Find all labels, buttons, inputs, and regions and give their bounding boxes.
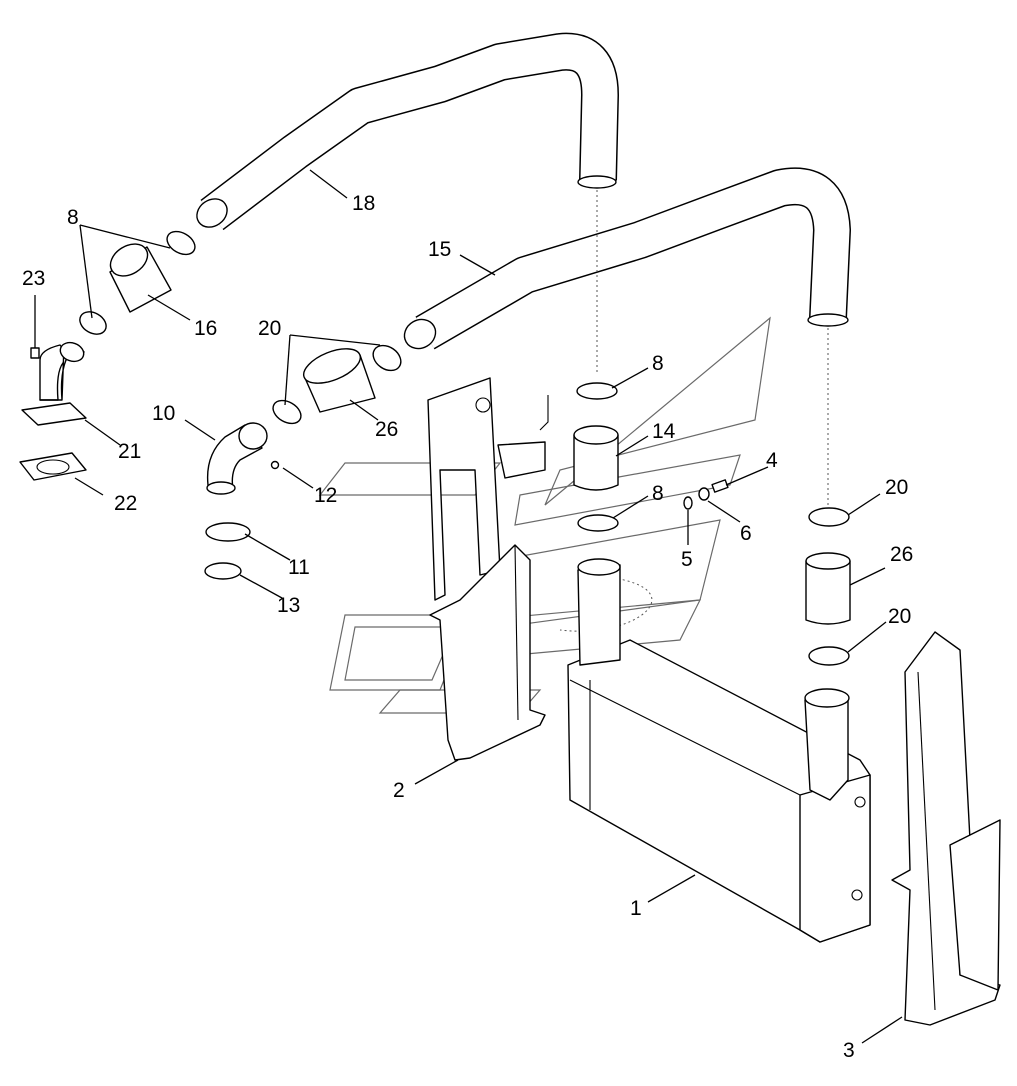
callout-14: 14 — [652, 420, 676, 443]
watermark-logo — [318, 316, 771, 714]
part-15-hose — [403, 167, 851, 350]
part-8-clamp-d — [577, 514, 619, 532]
part-26-connector-upper — [302, 348, 376, 413]
callout-20-right-bottom: 20 — [888, 605, 911, 628]
callout-26-right: 26 — [890, 543, 913, 566]
part-14-connector — [573, 425, 619, 491]
callout-1: 1 — [630, 897, 642, 920]
callout-20-right-top: 20 — [885, 476, 908, 499]
part-23-bolt — [30, 295, 40, 359]
callout-21: 21 — [118, 440, 141, 463]
callout-10: 10 — [152, 402, 175, 425]
part-12-nut — [270, 460, 280, 470]
part-6-washer — [698, 487, 710, 501]
callout-22: 22 — [114, 492, 137, 515]
callout-8-middle: 8 — [652, 482, 664, 505]
part-10-elbow — [206, 422, 268, 495]
callout-4: 4 — [766, 449, 778, 472]
part-26-connector-lower — [805, 552, 851, 625]
part-20-clamp-a — [372, 344, 402, 372]
part-20-clamp-c — [808, 507, 850, 527]
part-4-bolt — [711, 479, 729, 493]
part-20-clamp-b — [272, 399, 302, 425]
part-11-clamp — [205, 522, 251, 542]
part-8-clamp-b — [79, 311, 107, 335]
part-21-elbow — [21, 341, 87, 426]
assembly-lines — [559, 190, 829, 632]
callout-20-upper: 20 — [258, 317, 281, 340]
part-16-connector — [109, 243, 172, 313]
callout-5: 5 — [681, 548, 693, 571]
callout-8-upper: 8 — [652, 352, 664, 375]
callout-2: 2 — [393, 779, 405, 802]
callout-3: 3 — [843, 1039, 855, 1062]
part-8-clamp-c — [576, 382, 618, 400]
callout-23: 23 — [22, 267, 45, 290]
callout-26-upper: 26 — [375, 418, 398, 441]
part-8-clamp-a — [166, 230, 196, 256]
callout-labels: 1 2 3 4 5 6 8 8 8 10 11 12 13 14 15 16 1… — [22, 192, 913, 1062]
callout-13: 13 — [277, 594, 300, 617]
part-2-bracket — [427, 377, 549, 761]
callout-16: 16 — [194, 317, 217, 340]
callout-12: 12 — [314, 484, 337, 507]
part-13-oring — [204, 562, 242, 580]
part-20-clamp-d — [808, 646, 850, 666]
callout-18: 18 — [352, 192, 375, 215]
callout-8-top-left: 8 — [67, 206, 79, 229]
leader-lines — [74, 169, 903, 1044]
callout-15: 15 — [428, 238, 451, 261]
part-5-washer — [683, 496, 693, 510]
callout-11: 11 — [288, 556, 310, 579]
part-1-intercooler — [567, 558, 871, 943]
part-18-hose — [196, 32, 619, 231]
callout-6: 6 — [740, 522, 752, 545]
part-22-gasket — [19, 452, 87, 481]
part-3-bracket — [891, 631, 1001, 1026]
